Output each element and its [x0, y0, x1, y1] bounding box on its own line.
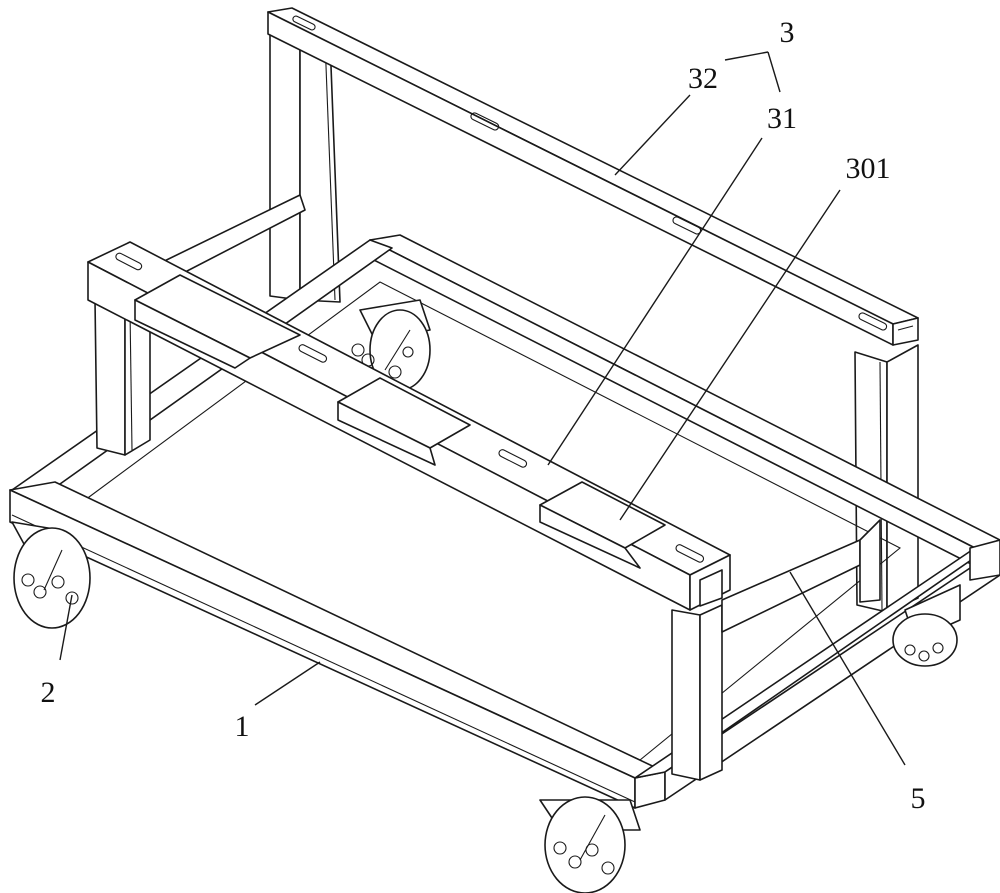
label-32: 32 [688, 62, 718, 95]
label-5: 5 [911, 782, 926, 815]
caster-wheel-front-right [539, 796, 641, 893]
caster-wheel-rear-left [351, 299, 431, 391]
label-2: 2 [41, 676, 56, 709]
caster-wheel-rear-right [892, 584, 961, 667]
label-31: 31 [767, 102, 797, 135]
front-support-frame [87, 194, 881, 781]
label-3: 3 [780, 16, 795, 49]
label-1: 1 [235, 710, 250, 743]
label-301: 301 [846, 152, 891, 185]
leader-lines [59, 51, 906, 766]
